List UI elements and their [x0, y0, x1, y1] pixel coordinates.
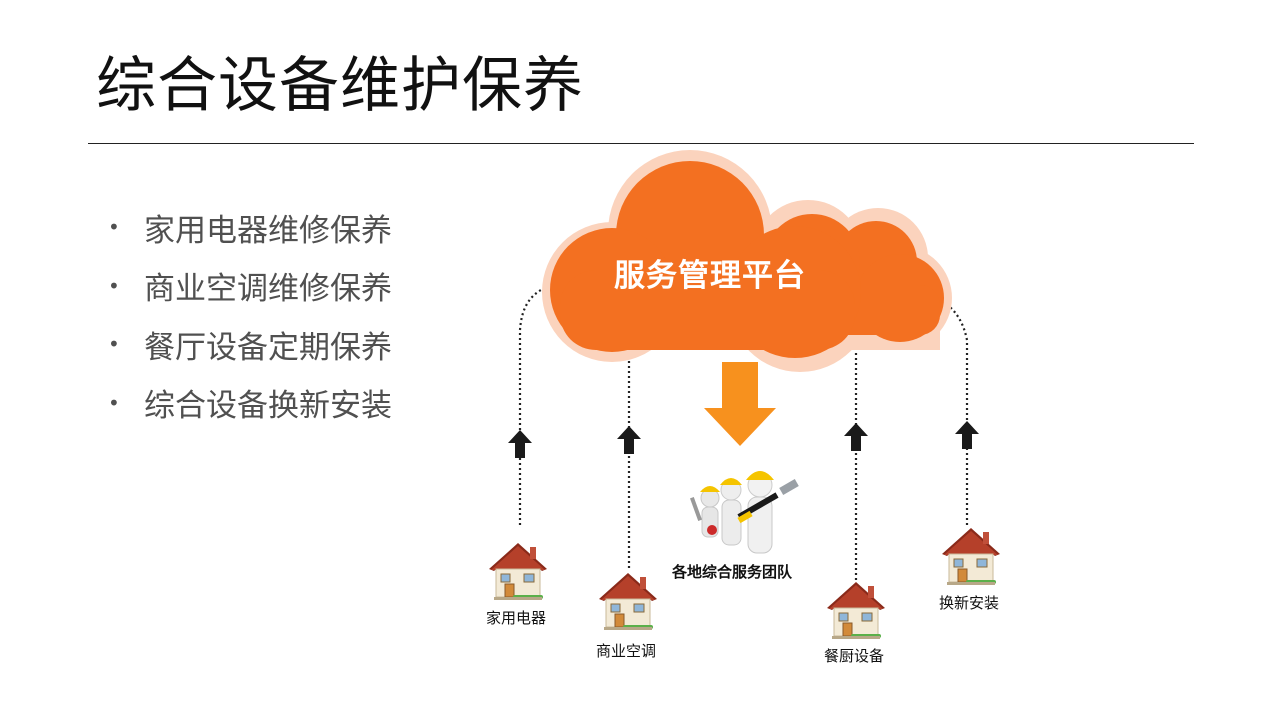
up-arrow-icon: [617, 426, 641, 454]
house-icon: [488, 542, 548, 601]
service-item: • 商业空调维修保养: [108, 257, 392, 316]
bullet-dot-icon: •: [108, 273, 120, 298]
connector-line: [944, 302, 969, 525]
service-item: • 综合设备换新安装: [108, 374, 392, 433]
service-item-label: 商业空调维修保养: [144, 271, 392, 308]
up-arrow-icon: [955, 421, 979, 449]
service-item-label: 家用电器维修保养: [144, 212, 392, 249]
bullet-dot-icon: •: [108, 215, 120, 240]
connector-line: [518, 286, 546, 525]
node-label-home-appliances: 家用电器: [486, 609, 547, 627]
slide-title: 综合设备维护保养: [96, 51, 584, 121]
bullet-dot-icon: •: [108, 390, 120, 415]
service-item: • 餐厅设备定期保养: [108, 315, 392, 374]
service-item: • 家用电器维修保养: [108, 198, 392, 257]
node-label-replacement-install: 换新安装: [939, 594, 1000, 612]
house-icon: [598, 572, 658, 631]
down-arrow-icon: [704, 362, 776, 446]
service-item-label: 餐厅设备定期保养: [144, 329, 392, 366]
title-divider: [88, 143, 1194, 144]
bullet-dot-icon: •: [108, 332, 120, 357]
node-label-commercial-ac: 商业空调: [596, 642, 657, 660]
house-icon: [941, 527, 1001, 586]
up-arrow-icon: [508, 430, 532, 458]
up-arrow-icon: [844, 423, 868, 451]
service-list: • 家用电器维修保养 • 商业空调维修保养 • 餐厅设备定期保养 • 综合设备换…: [108, 198, 392, 432]
team-label: 各地综合服务团队: [672, 563, 793, 581]
node-label-kitchen-equipment: 餐厨设备: [824, 647, 885, 665]
platform-cloud: [542, 150, 952, 372]
house-icon: [826, 581, 886, 640]
platform-label: 服务管理平台: [614, 258, 806, 294]
workers-with-tools-icon: [690, 471, 799, 554]
service-item-label: 综合设备换新安装: [144, 388, 392, 425]
